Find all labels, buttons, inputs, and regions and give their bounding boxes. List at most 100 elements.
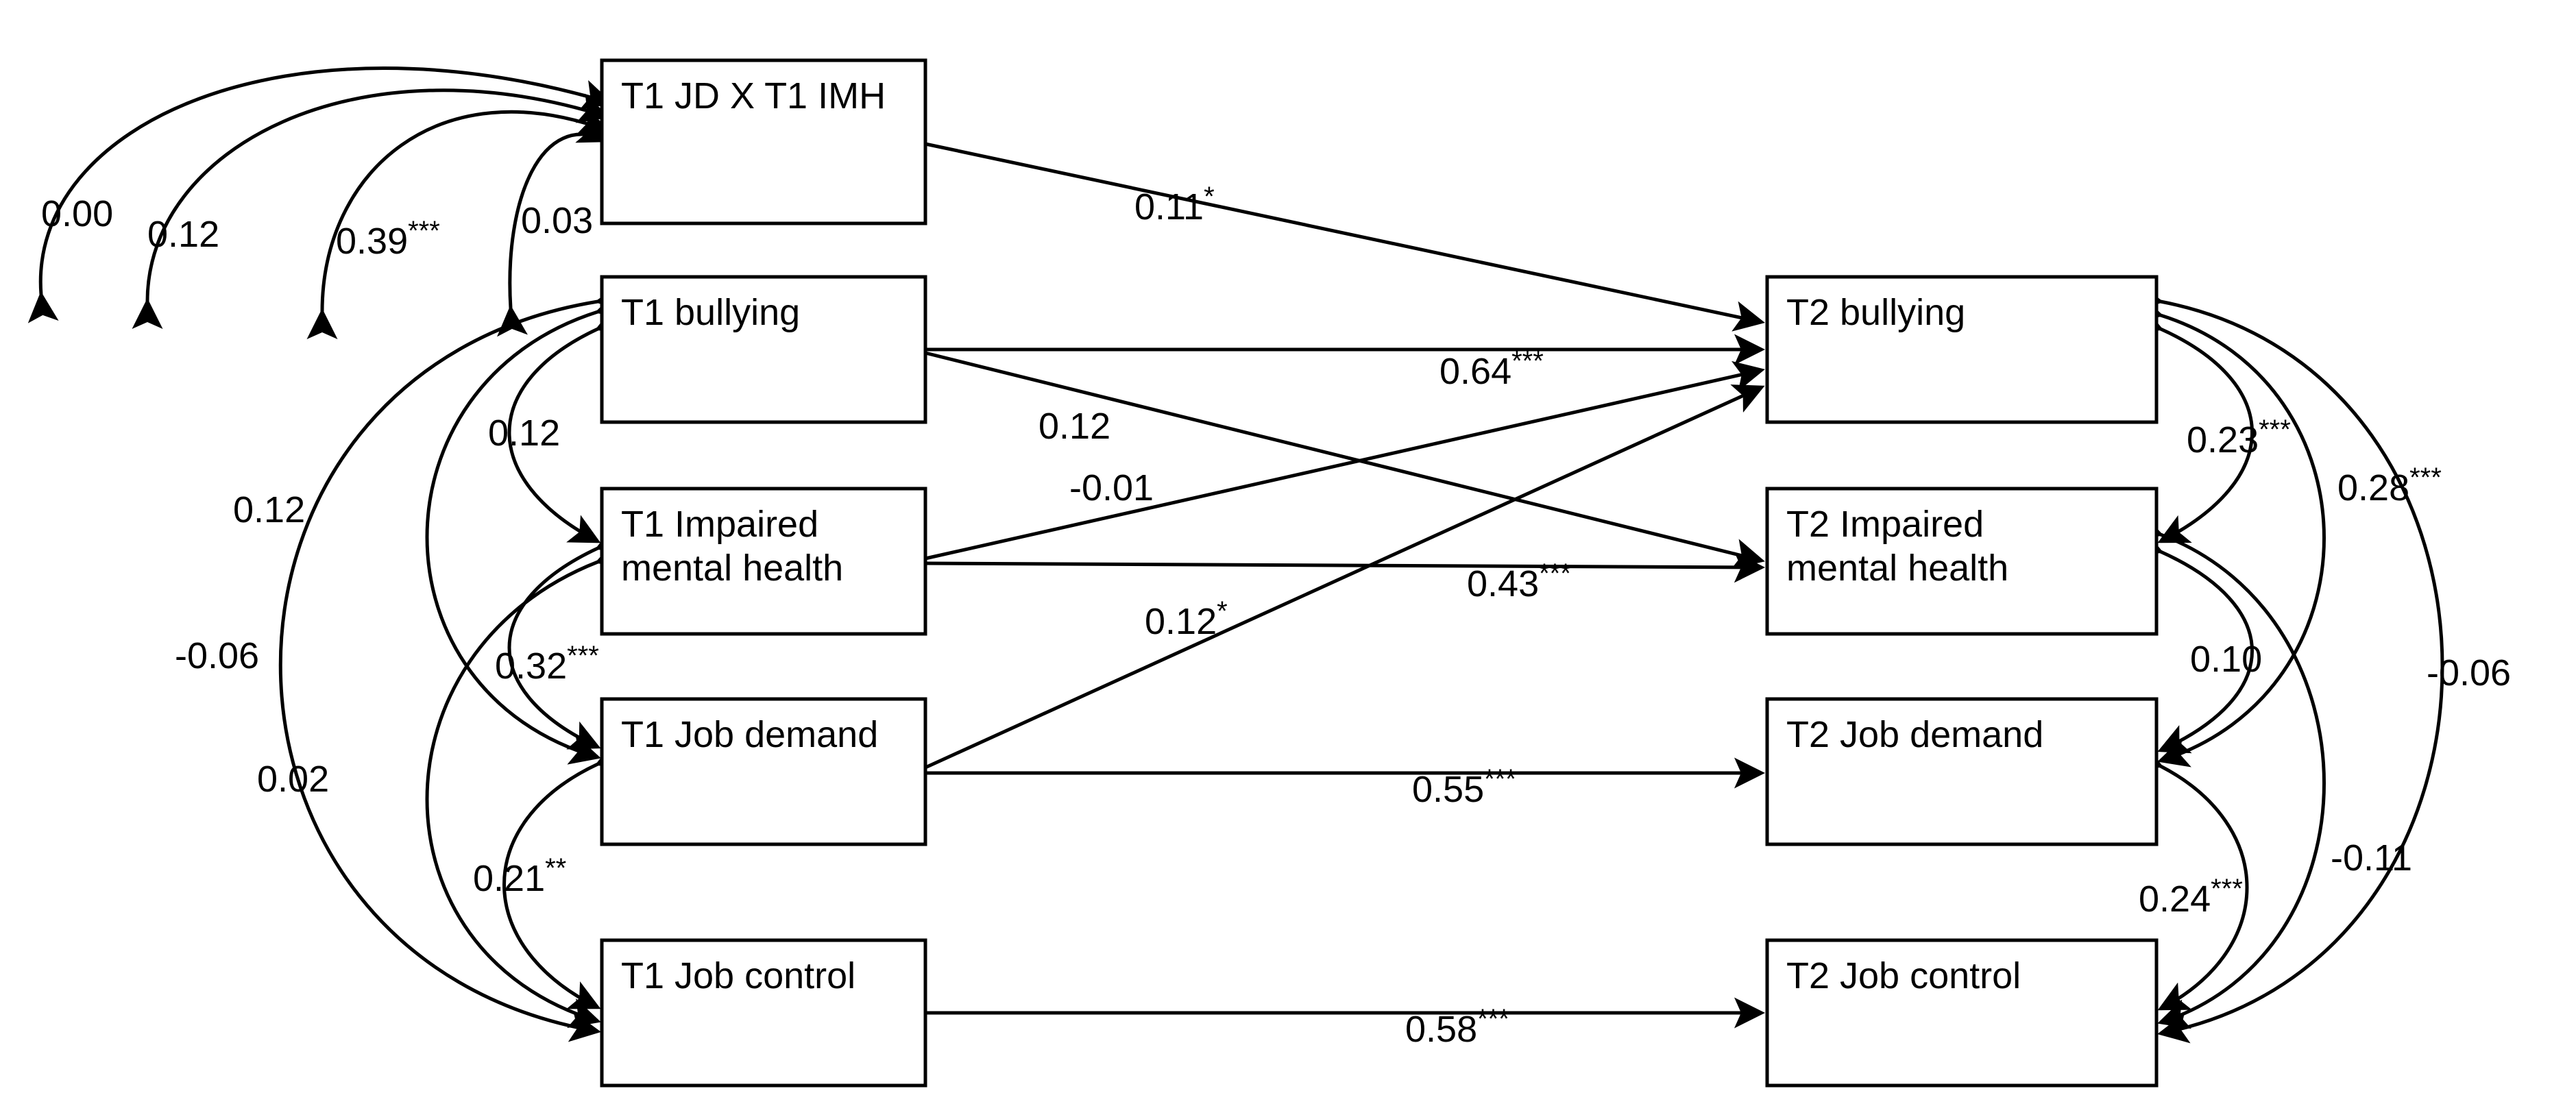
- node-label: T1 Impaired: [621, 504, 818, 545]
- coefficient-label: -0.11: [2331, 837, 2412, 879]
- left-arc-group: [278, 282, 629, 1042]
- coefficient-label: -0.01: [1069, 467, 1154, 508]
- coefficient-label: 0.43***: [1467, 559, 1571, 604]
- coefficient-label: 0.12: [488, 413, 560, 454]
- coefficient-label: 0.24***: [2139, 874, 2243, 920]
- node-label: T1 bullying: [621, 292, 800, 333]
- node-label: T2 Impaired: [1786, 504, 1984, 545]
- coefficient-label: 0.11*: [1134, 182, 1215, 228]
- coefficient-label: 0.10: [2190, 639, 2262, 680]
- arc-t2bullying-t2jd: [2130, 292, 2326, 768]
- significance-stars: ***: [1484, 764, 1516, 794]
- path-t1imh-to-t2imh: [925, 552, 1765, 583]
- coefficient-value: 0.32: [495, 646, 567, 687]
- node-t2-bullying[interactable]: [1765, 275, 2159, 424]
- significance-stars: **: [545, 853, 566, 883]
- coefficient-value: 0.12: [1145, 601, 1217, 642]
- path-t1bullying-to-t2imh: [925, 351, 1765, 569]
- coefficient-value: 0.02: [257, 759, 329, 800]
- coefficient-value: 0.43: [1467, 563, 1539, 604]
- coefficient-label: 0.58***: [1405, 1004, 1509, 1050]
- coefficient-label: 0.21**: [473, 853, 566, 899]
- coefficient-label: 0.12: [233, 489, 305, 530]
- coefficient-value: 0.03: [521, 200, 593, 241]
- coefficient-label: 0.64***: [1439, 346, 1544, 392]
- coefficient-value: 0.12: [233, 489, 305, 530]
- coefficient-value: -0.06: [175, 635, 259, 676]
- significance-stars: ***: [2259, 415, 2291, 445]
- coefficient-value: -0.11: [2331, 837, 2412, 879]
- coefficient-value: 0.58: [1405, 1009, 1477, 1050]
- coefficient-value: 0.12: [488, 413, 560, 454]
- coefficient-label: 0.12: [147, 214, 219, 255]
- node-label: mental health: [1786, 548, 2008, 589]
- coefficient-value: 0.24: [2139, 879, 2211, 920]
- significance-stars: ***: [408, 216, 440, 246]
- significance-stars: ***: [1511, 346, 1544, 376]
- coefficient-value: -0.06: [2427, 652, 2511, 694]
- significance-stars: ***: [2211, 874, 2243, 904]
- arc-t1jc-interaction: [27, 66, 613, 323]
- arc-t2imh-t2jd: [2129, 526, 2254, 754]
- node-t2-impaired-mental-health[interactable]: [1765, 487, 2159, 636]
- node-t1-job-demand[interactable]: [600, 697, 927, 846]
- coefficient-value: 0.00: [41, 193, 113, 234]
- coefficient-value: 0.11: [1134, 186, 1204, 228]
- coefficient-value: 0.12: [1038, 406, 1110, 447]
- node-t2-job-control[interactable]: [1765, 938, 2159, 1088]
- node-t1-bullying[interactable]: [600, 275, 927, 424]
- coefficient-value: 0.55: [1412, 769, 1484, 810]
- arc-t1bullying-interaction: [497, 114, 610, 337]
- node-t1-impaired-mental-health[interactable]: [600, 487, 927, 636]
- coefficient-label: 0.12*: [1145, 596, 1228, 642]
- arc-t1bullying-t1imh: [507, 303, 629, 543]
- node-label: mental health: [621, 548, 843, 589]
- coefficient-label: -0.06: [175, 635, 259, 676]
- coefficient-value: 0.28: [2337, 467, 2409, 508]
- coefficient-label: 0.02: [257, 759, 329, 800]
- node-boxes: [600, 58, 2159, 1088]
- arc-t2jd-t2jc: [2129, 739, 2249, 1011]
- node-label: T1 Job demand: [621, 714, 878, 755]
- path-interaction-to-t2bullying: [925, 142, 1765, 332]
- arc-t1bullying-t1jd: [425, 289, 629, 765]
- coefficient-label: 0.55***: [1412, 764, 1516, 810]
- coefficient-value: 0.39: [336, 221, 408, 262]
- significance-stars: ***: [1539, 559, 1571, 589]
- path-t1jd-to-t2bullying: [924, 384, 1765, 770]
- path-t1imh-to-t2bullying: [925, 360, 1765, 561]
- coefficient-value: -0.01: [1069, 467, 1154, 508]
- right-arc-group: [2129, 281, 2444, 1044]
- arc-t1jd-interaction: [132, 88, 610, 330]
- significance-stars: ***: [567, 641, 599, 671]
- structural-path-group: [924, 142, 1765, 1029]
- arc-t1bullying-t1jc: [278, 282, 628, 1042]
- significance-stars: *: [1217, 596, 1228, 626]
- arc-t1imh-t1jd: [507, 522, 629, 750]
- arc-t1jd-t1jc: [502, 738, 629, 1009]
- node-t1-job-control[interactable]: [600, 938, 927, 1088]
- node-label: T1 JD X T1 IMH: [621, 75, 886, 116]
- coefficient-label: 0.23***: [2187, 415, 2291, 461]
- coefficient-value: 0.23: [2187, 419, 2259, 461]
- node-label: T2 Job control: [1786, 955, 2021, 996]
- top-arc-group: [27, 66, 613, 340]
- arc-t1imh-interaction: [306, 106, 610, 340]
- coefficient-value: 0.64: [1439, 351, 1511, 392]
- significance-stars: *: [1204, 182, 1215, 212]
- arc-t1imh-t1jc: [425, 537, 629, 1028]
- arc-t2bullying-t2imh: [2129, 304, 2254, 543]
- node-label: T2 bullying: [1786, 292, 1965, 333]
- node-t2-job-demand[interactable]: [1765, 697, 2159, 846]
- coefficient-label: 0.39***: [336, 216, 440, 262]
- node-t1-interaction[interactable]: [600, 58, 927, 225]
- coefficient-label: 0.32***: [495, 641, 599, 687]
- coefficient-label: 0.00: [41, 193, 113, 234]
- coefficient-label: 0.28***: [2337, 463, 2442, 508]
- significance-stars: ***: [1477, 1004, 1509, 1034]
- coefficient-label: 0.03: [521, 200, 593, 241]
